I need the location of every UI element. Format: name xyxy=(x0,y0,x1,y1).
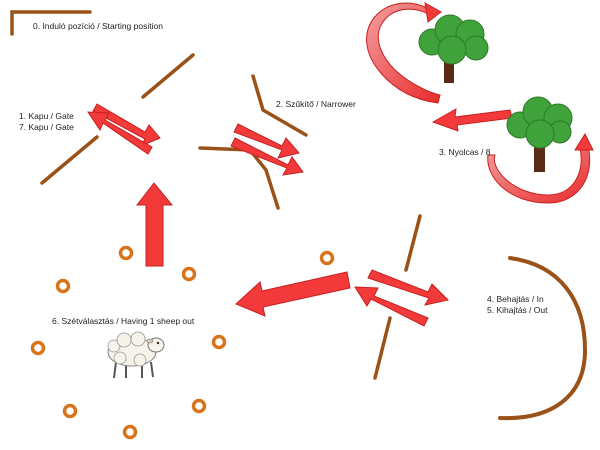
ring-marker xyxy=(181,266,197,282)
label-narrower: 2. Szűkítő / Narrower xyxy=(276,99,356,109)
gate-arrow-left xyxy=(87,111,153,155)
label-gate-1: 1. Kapu / Gate xyxy=(19,111,74,121)
tree-icon xyxy=(418,14,489,83)
narrower-pole-lower xyxy=(198,146,280,210)
label-gate-block: 1. Kapu / Gate 7. Kapu / Gate xyxy=(19,111,74,133)
in-out-pole-lower xyxy=(373,316,392,380)
gate-return-arrow xyxy=(135,182,174,267)
ring-marker xyxy=(191,398,207,414)
marker-rings xyxy=(30,245,335,440)
gate-pole-lower xyxy=(40,135,99,185)
eight-curve-arrowhead-bottom xyxy=(574,132,594,151)
narrower-pole-upper xyxy=(251,74,308,137)
narrower-arrow-upper xyxy=(233,123,300,159)
ring-marker xyxy=(62,403,78,419)
gate-pole-upper xyxy=(141,53,195,99)
eight-arrow-middle xyxy=(431,108,513,132)
pen-arc xyxy=(498,256,588,421)
ring-marker xyxy=(118,245,134,261)
narrower-arrow-lower xyxy=(230,137,304,176)
label-gate-7: 7. Kapu / Gate xyxy=(19,122,74,132)
eight-curve-arrowhead-top xyxy=(424,2,442,23)
sheep-icon xyxy=(107,331,165,379)
ring-marker xyxy=(122,424,138,440)
in-arrow xyxy=(367,269,450,306)
ring-marker xyxy=(55,278,71,294)
ring-marker xyxy=(211,334,227,350)
tree-icon xyxy=(506,96,573,172)
label-starting-position: 0. Induló pozíció / Starting position xyxy=(33,21,163,31)
separation-arrow xyxy=(235,271,351,317)
label-eight: 3. Nyolcas / 8 xyxy=(439,147,491,157)
in-out-pole-upper xyxy=(404,214,422,272)
label-separation: 6. Szétválasztás / Having 1 sheep out xyxy=(52,316,195,326)
starting-position-corner xyxy=(10,10,92,36)
out-arrow xyxy=(354,286,429,327)
ring-marker xyxy=(30,340,46,356)
label-out: 5. Kihajtás / Out xyxy=(487,305,548,315)
ring-marker xyxy=(319,250,335,266)
label-in: 4. Behajtás / In xyxy=(487,294,544,304)
label-in-out-block: 4. Behajtás / In 5. Kihajtás / Out xyxy=(487,294,547,316)
eight-curve-arrow-top xyxy=(366,2,441,104)
